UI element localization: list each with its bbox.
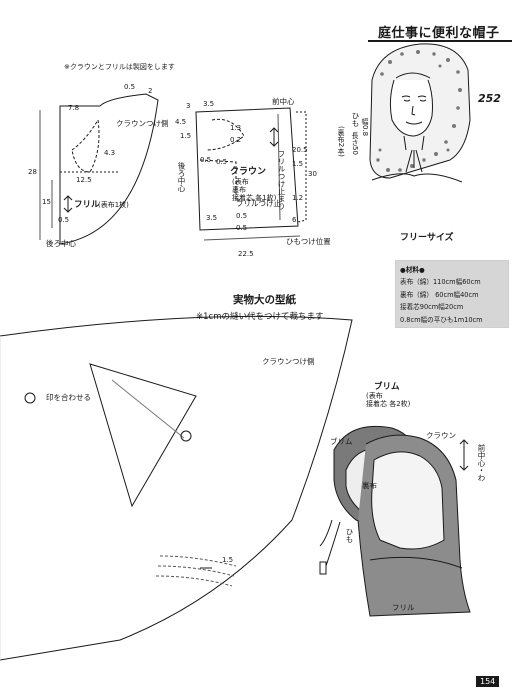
string-position-label: ひもつけ位置	[286, 237, 331, 246]
dim-label: 3.5	[203, 100, 215, 108]
dim-label: 2	[148, 87, 153, 95]
crown-draft	[195, 107, 307, 241]
model-number: 252	[478, 92, 501, 105]
back-center-label: 後ろ中心	[46, 239, 76, 248]
tie-width: 幅0.8	[361, 118, 369, 137]
materials-item: 表布（綿）110cm幅60cm	[400, 278, 481, 287]
frill-attach-label: フリルつけ止まり	[277, 150, 286, 210]
back-center-label-2: 後ろ中心	[177, 162, 186, 192]
dim-label: 4.5	[175, 118, 187, 126]
materials-item: 裏布（綿） 60cm幅40cm	[400, 290, 479, 299]
dim-label: 0.5	[236, 212, 248, 220]
size-label: フリーサイズ	[400, 233, 454, 243]
dim-label: 1.3	[230, 124, 242, 132]
dim-label: 4.3	[104, 149, 116, 157]
crown-label-2: クラウン	[426, 431, 456, 440]
dim-label: 0.5	[216, 158, 228, 166]
dim-label: 0.5	[58, 216, 70, 224]
crown-note: (表布 裏布 接着芯 各1枚)	[232, 178, 277, 202]
pattern-title: 実物大の型紙	[233, 294, 296, 306]
dim-label: 22.5	[238, 250, 254, 258]
dim-label: 1.5	[222, 556, 234, 564]
front-center-label: 前中心	[272, 97, 295, 106]
tie-label-2: ひも	[345, 528, 354, 543]
crown-attach-side-label: クラウンつけ側	[262, 357, 315, 366]
bonnet-illustration	[319, 425, 471, 617]
match-marks-label: 印を合わせる	[46, 393, 91, 402]
crown-label: クラウン	[230, 167, 267, 177]
dim-label: 0.5	[200, 156, 212, 164]
dim-label: 20.5	[292, 146, 308, 154]
materials-heading: ●材料●	[400, 266, 425, 274]
crown-side-label: クラウンつけ側	[116, 119, 169, 128]
dim-label: 0.5	[236, 224, 248, 232]
frill-label-2: フリル	[392, 603, 415, 612]
lining-label: 裏布	[362, 481, 377, 490]
page-number: 154	[476, 676, 500, 687]
tie-label: ひも	[351, 112, 360, 127]
dim-label: 28	[28, 168, 37, 176]
pattern-subtitle: ※1cmの縫い代をつけて裁ちます	[196, 312, 324, 322]
print-pattern	[376, 50, 462, 172]
frill-attach-label-2: フリルつけ止	[236, 199, 281, 208]
frill-label: フリル	[74, 200, 100, 210]
model-figure	[369, 43, 471, 183]
tie-material: (裏布2本)	[337, 126, 345, 157]
dim-label: 12.5	[76, 176, 92, 184]
dim-label: 1.2	[292, 194, 304, 202]
dim-label: 7.8	[68, 104, 80, 112]
materials-item: 接着芯90cm幅20cm	[400, 303, 464, 312]
brim-label: ブリム	[330, 437, 353, 446]
materials-item: 0.8cm幅の平ひも1m10cm	[400, 315, 483, 324]
dim-label: 30	[308, 170, 317, 178]
dim-label: 15	[42, 198, 51, 206]
dim-label: 0.2	[230, 136, 242, 144]
dim-label: 0.5	[124, 83, 136, 91]
brim-note: (表布 接着芯 各2枚)	[366, 392, 411, 408]
dim-label: 3.5	[206, 214, 218, 222]
page-title: 庭仕事に便利な帽子	[378, 26, 500, 41]
title-divider	[368, 40, 512, 42]
materials-box: ●材料● 表布（綿）110cm幅60cm 裏布（綿） 60cm幅40cm 接着芯…	[395, 260, 509, 328]
dim-label: 6	[292, 216, 297, 224]
front-center-label-2: 前中心・わ	[477, 444, 486, 482]
frill-draft	[39, 93, 159, 245]
frill-note: (表布1枚)	[98, 201, 129, 209]
dim-label: 1.5	[180, 132, 192, 140]
dim-label: 1.5	[292, 160, 304, 168]
tie-length: 長さ50	[351, 132, 359, 155]
dim-label: 3	[186, 102, 191, 110]
draft-note: ※クラウンとフリルは製図をします	[64, 63, 175, 71]
brim-heading: ブリム	[374, 382, 400, 392]
pattern-piece	[0, 315, 353, 661]
